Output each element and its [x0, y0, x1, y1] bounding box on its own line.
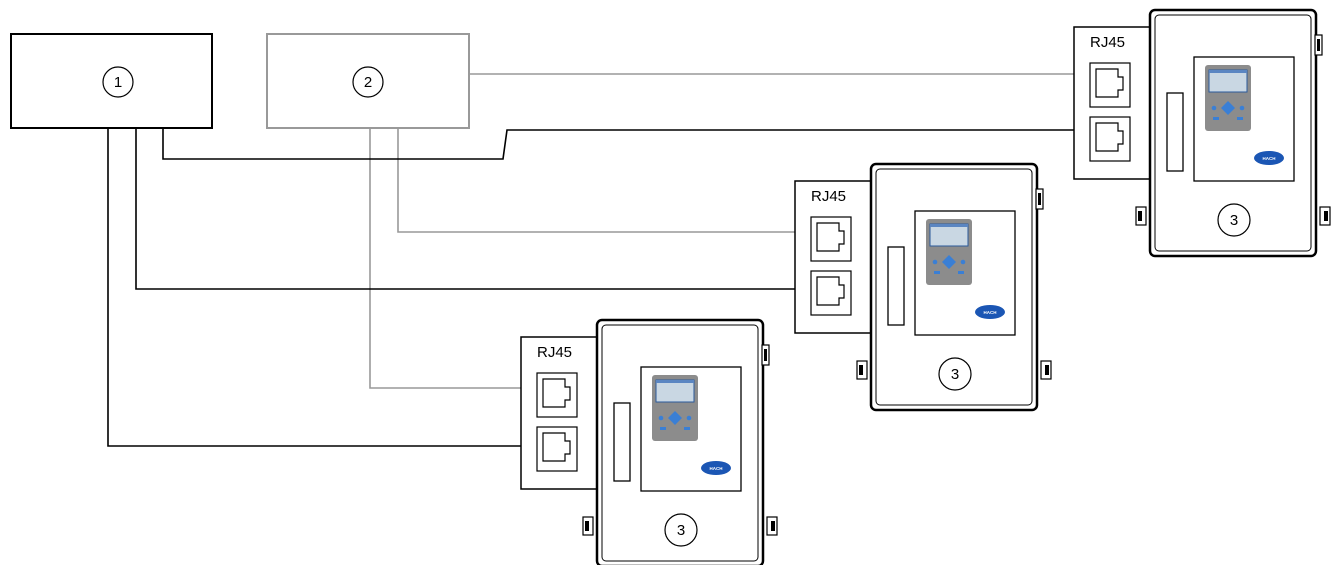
rj45-port-label: RJ45 [811, 188, 846, 205]
cable-1-to-analyzer-bottom [107, 128, 553, 447]
analyzer-bottom: RJ45 HACH 3 [519, 318, 779, 565]
callout-circle [102, 66, 134, 98]
rj45-port-label: RJ45 [1090, 34, 1125, 51]
cable-1-to-analyzer-middle [135, 128, 827, 290]
callout-circle [352, 66, 384, 98]
hach-logo: HACH [710, 466, 723, 471]
cable-1-to-analyzer-top [162, 128, 1106, 160]
device-1-connections [107, 128, 1106, 447]
callout-3: 3 [677, 522, 685, 539]
hach-logo: HACH [1263, 156, 1276, 161]
analyzer-top-right: RJ45 HACH 3 [1072, 8, 1332, 258]
callout-1: 1 [114, 74, 122, 91]
analyzer-middle: RJ45 HACH 3 [793, 162, 1053, 412]
rj45-port-label: RJ45 [537, 344, 572, 361]
callout-2: 2 [364, 74, 372, 91]
device-2-connections [369, 73, 1106, 389]
cable-2-to-analyzer-bottom [369, 128, 553, 389]
callout-3: 3 [1230, 212, 1238, 229]
network-device-2: 2 [266, 33, 470, 129]
hach-logo: HACH [984, 310, 997, 315]
network-device-1: 1 [10, 33, 213, 129]
callout-3: 3 [951, 366, 959, 383]
cable-2-to-analyzer-middle [397, 128, 827, 233]
